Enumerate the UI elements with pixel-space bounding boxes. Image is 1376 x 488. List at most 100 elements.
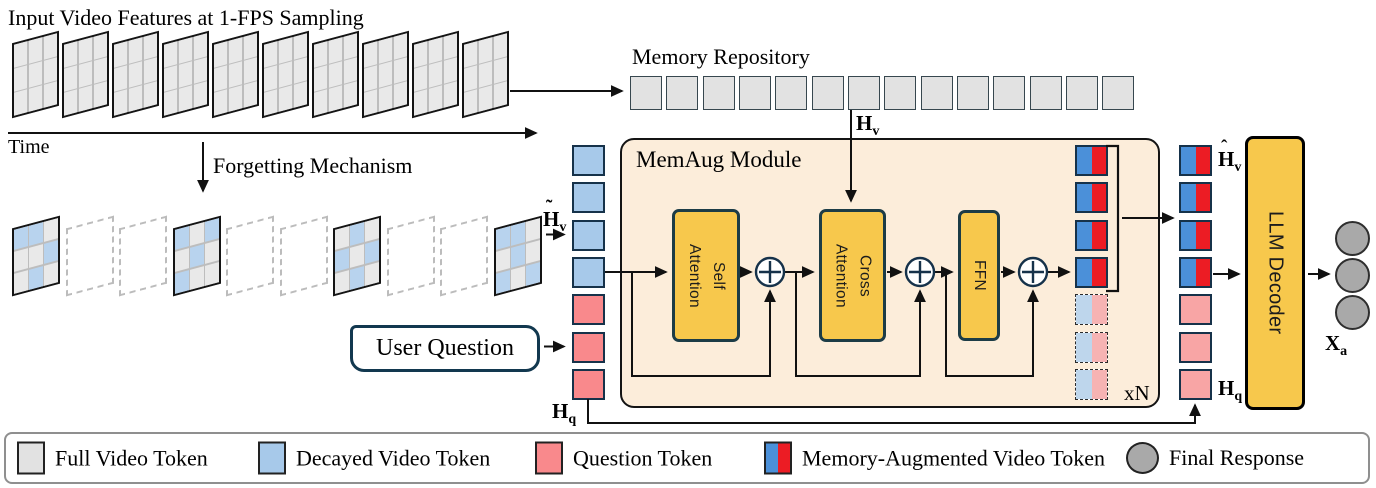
- frame-cell: [114, 65, 128, 92]
- memory-repository-title: Memory Repository: [632, 44, 810, 69]
- frame-cell: [174, 269, 189, 294]
- token-half-blue: [1077, 184, 1092, 212]
- frame-cell: [264, 89, 278, 116]
- frame-cell: [193, 81, 207, 108]
- user-question-label: User Question: [376, 335, 514, 361]
- token-half-blue: [1181, 184, 1196, 212]
- frame-cell: [44, 239, 58, 264]
- memory-token: [702, 76, 735, 110]
- frame-cell: [443, 81, 457, 108]
- frame-cell: [378, 61, 393, 88]
- frame-cell: [243, 33, 257, 60]
- legend-item: Decayed Video Token: [258, 441, 490, 475]
- frame-cell: [243, 57, 257, 84]
- frame-cell: [493, 81, 507, 108]
- forgotten-frame-placeholder: [279, 215, 328, 297]
- memory-augmented-video-token: [1179, 182, 1212, 214]
- frame-cell: [364, 41, 378, 68]
- frame-cell: [14, 269, 28, 294]
- final-response-circle: [1335, 295, 1370, 330]
- frame-cell: [14, 226, 28, 251]
- frame-cell: [44, 218, 58, 243]
- video-frame: [462, 30, 509, 119]
- frame-cell: [378, 85, 393, 112]
- full-legend-icon: [17, 441, 45, 475]
- cross-attention-label: Cross Attention: [832, 243, 874, 308]
- legend-label: Memory-Augmented Video Token: [802, 445, 1106, 470]
- frame-cell: [293, 33, 307, 60]
- frame-cell: [365, 239, 379, 264]
- frame-cell: [78, 61, 93, 88]
- frame-cell: [278, 85, 293, 112]
- hq-left-label: Hq: [552, 399, 577, 427]
- frame-cell: [44, 261, 58, 286]
- frame-cell: [128, 85, 143, 112]
- frame-cell: [343, 81, 357, 108]
- frame-cell: [495, 269, 510, 294]
- frame-cell: [335, 269, 349, 294]
- frame-cell: [93, 33, 107, 60]
- frame-cell: [464, 89, 478, 116]
- xa-label: Xa: [1325, 331, 1348, 359]
- memory-token: [666, 76, 699, 110]
- frame-cell: [14, 89, 28, 116]
- frame-cell: [464, 41, 478, 68]
- frame-cell: [178, 37, 193, 64]
- dashed-memory-augmented-token: [1075, 368, 1108, 400]
- frame-cell: [64, 41, 78, 68]
- frame-cell: [525, 239, 540, 264]
- frame-cell: [393, 81, 407, 108]
- token-half-red: [1195, 147, 1210, 174]
- token-half-blue: [1076, 295, 1092, 325]
- token-half-red: [1091, 258, 1106, 286]
- memory-augmented-video-token: [1075, 182, 1108, 214]
- frame-cell: [29, 243, 43, 268]
- memory-token: [1066, 76, 1099, 110]
- token-half-blue: [1181, 258, 1196, 286]
- question-token: [1179, 368, 1212, 400]
- token-half-blue: [1077, 147, 1092, 174]
- decayed-video-frame: [12, 215, 60, 297]
- question-token: [1179, 294, 1212, 326]
- video-frame: [112, 30, 159, 119]
- frame-cell: [164, 41, 178, 68]
- token-half-blue: [1076, 332, 1092, 362]
- dashed-memory-augmented-token: [1075, 331, 1108, 363]
- question-token: [572, 368, 605, 400]
- frame-cell: [510, 222, 525, 247]
- token-half-red: [1091, 147, 1106, 174]
- frame-cell: [174, 226, 189, 251]
- legend-half-blue: [766, 443, 778, 473]
- video-frame: [212, 30, 259, 119]
- frame-cell: [28, 85, 43, 112]
- final-response-circle: [1335, 258, 1370, 293]
- frame-cell: [278, 61, 293, 88]
- token-half-blue: [1077, 221, 1092, 249]
- forgotten-frame-placeholder: [119, 215, 167, 297]
- decayed-video-token: [572, 256, 605, 288]
- frame-cell: [328, 37, 343, 64]
- frame-cell: [128, 61, 143, 88]
- memaug-module-title: MemAug Module: [636, 147, 802, 172]
- legend-item: Question Token: [535, 441, 713, 475]
- frame-cell: [264, 41, 278, 68]
- memory-augmented-video-token: [1179, 219, 1212, 251]
- ffn-label: FFN: [971, 259, 988, 292]
- frame-cell: [214, 41, 228, 68]
- frame-cell: [414, 89, 428, 116]
- token-half-red: [1091, 221, 1106, 249]
- memory-augmented-video-token: [1075, 219, 1108, 251]
- frame-cell: [364, 65, 378, 92]
- frame-cell: [350, 222, 364, 247]
- token-half-red: [1091, 184, 1106, 212]
- llm-decoder-label: LLM Decoder: [1264, 211, 1287, 335]
- forgotten-frame-placeholder: [440, 215, 488, 297]
- repeat-xn-label: xN: [1124, 381, 1150, 405]
- legend-label: Question Token: [573, 445, 713, 470]
- frame-cell: [428, 85, 443, 112]
- frame-cell: [293, 57, 307, 84]
- frame-cell: [378, 37, 393, 64]
- frame-cell: [189, 265, 204, 290]
- decayed-video-frame: [493, 215, 542, 297]
